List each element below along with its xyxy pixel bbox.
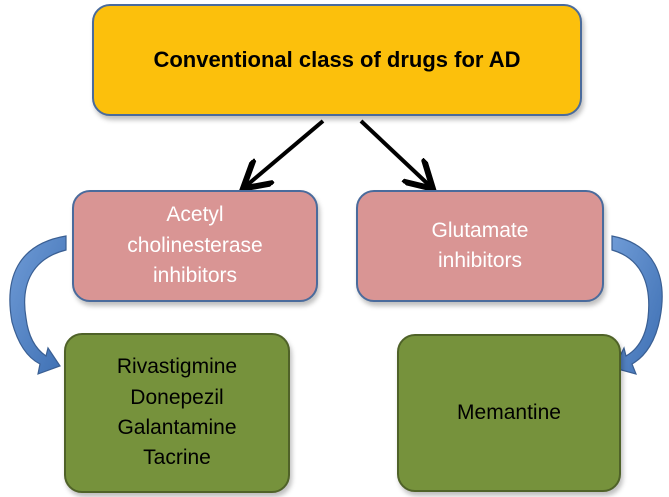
top-node-drug-classes: Conventional class of drugs for AD <box>92 4 582 116</box>
node-ache-drugs: Rivastigmine Donepezil Galantamine Tacri… <box>64 333 290 493</box>
drug-name: Galantamine <box>117 416 237 439</box>
node-glutamate-inhibitors: Glutamate inhibitors <box>356 190 604 302</box>
arrow-top-to-glutamate <box>359 119 430 186</box>
top-node-label: Conventional class of drugs for AD <box>153 47 521 72</box>
node-label-line: cholinesterase <box>127 233 263 257</box>
node-label-line: inhibitors <box>152 264 238 288</box>
node-acetylcholinesterase-inhibitors: Acetyl cholinesterase inhibitors <box>72 190 318 302</box>
node-label-line: Glutamate <box>431 218 529 242</box>
node-label-line: Acetyl <box>166 203 224 227</box>
arrow-top-to-acetyl <box>246 119 325 186</box>
node-label-line: inhibitors <box>437 249 523 272</box>
curved-arrow-left <box>9 235 67 375</box>
node-glutamate-drugs: Memantine <box>397 334 621 492</box>
drug-name: Memantine <box>457 400 561 424</box>
drug-name: Tacrine <box>143 446 211 470</box>
drug-name: Donepezil <box>130 385 224 409</box>
drug-name: Rivastigmine <box>116 355 238 379</box>
